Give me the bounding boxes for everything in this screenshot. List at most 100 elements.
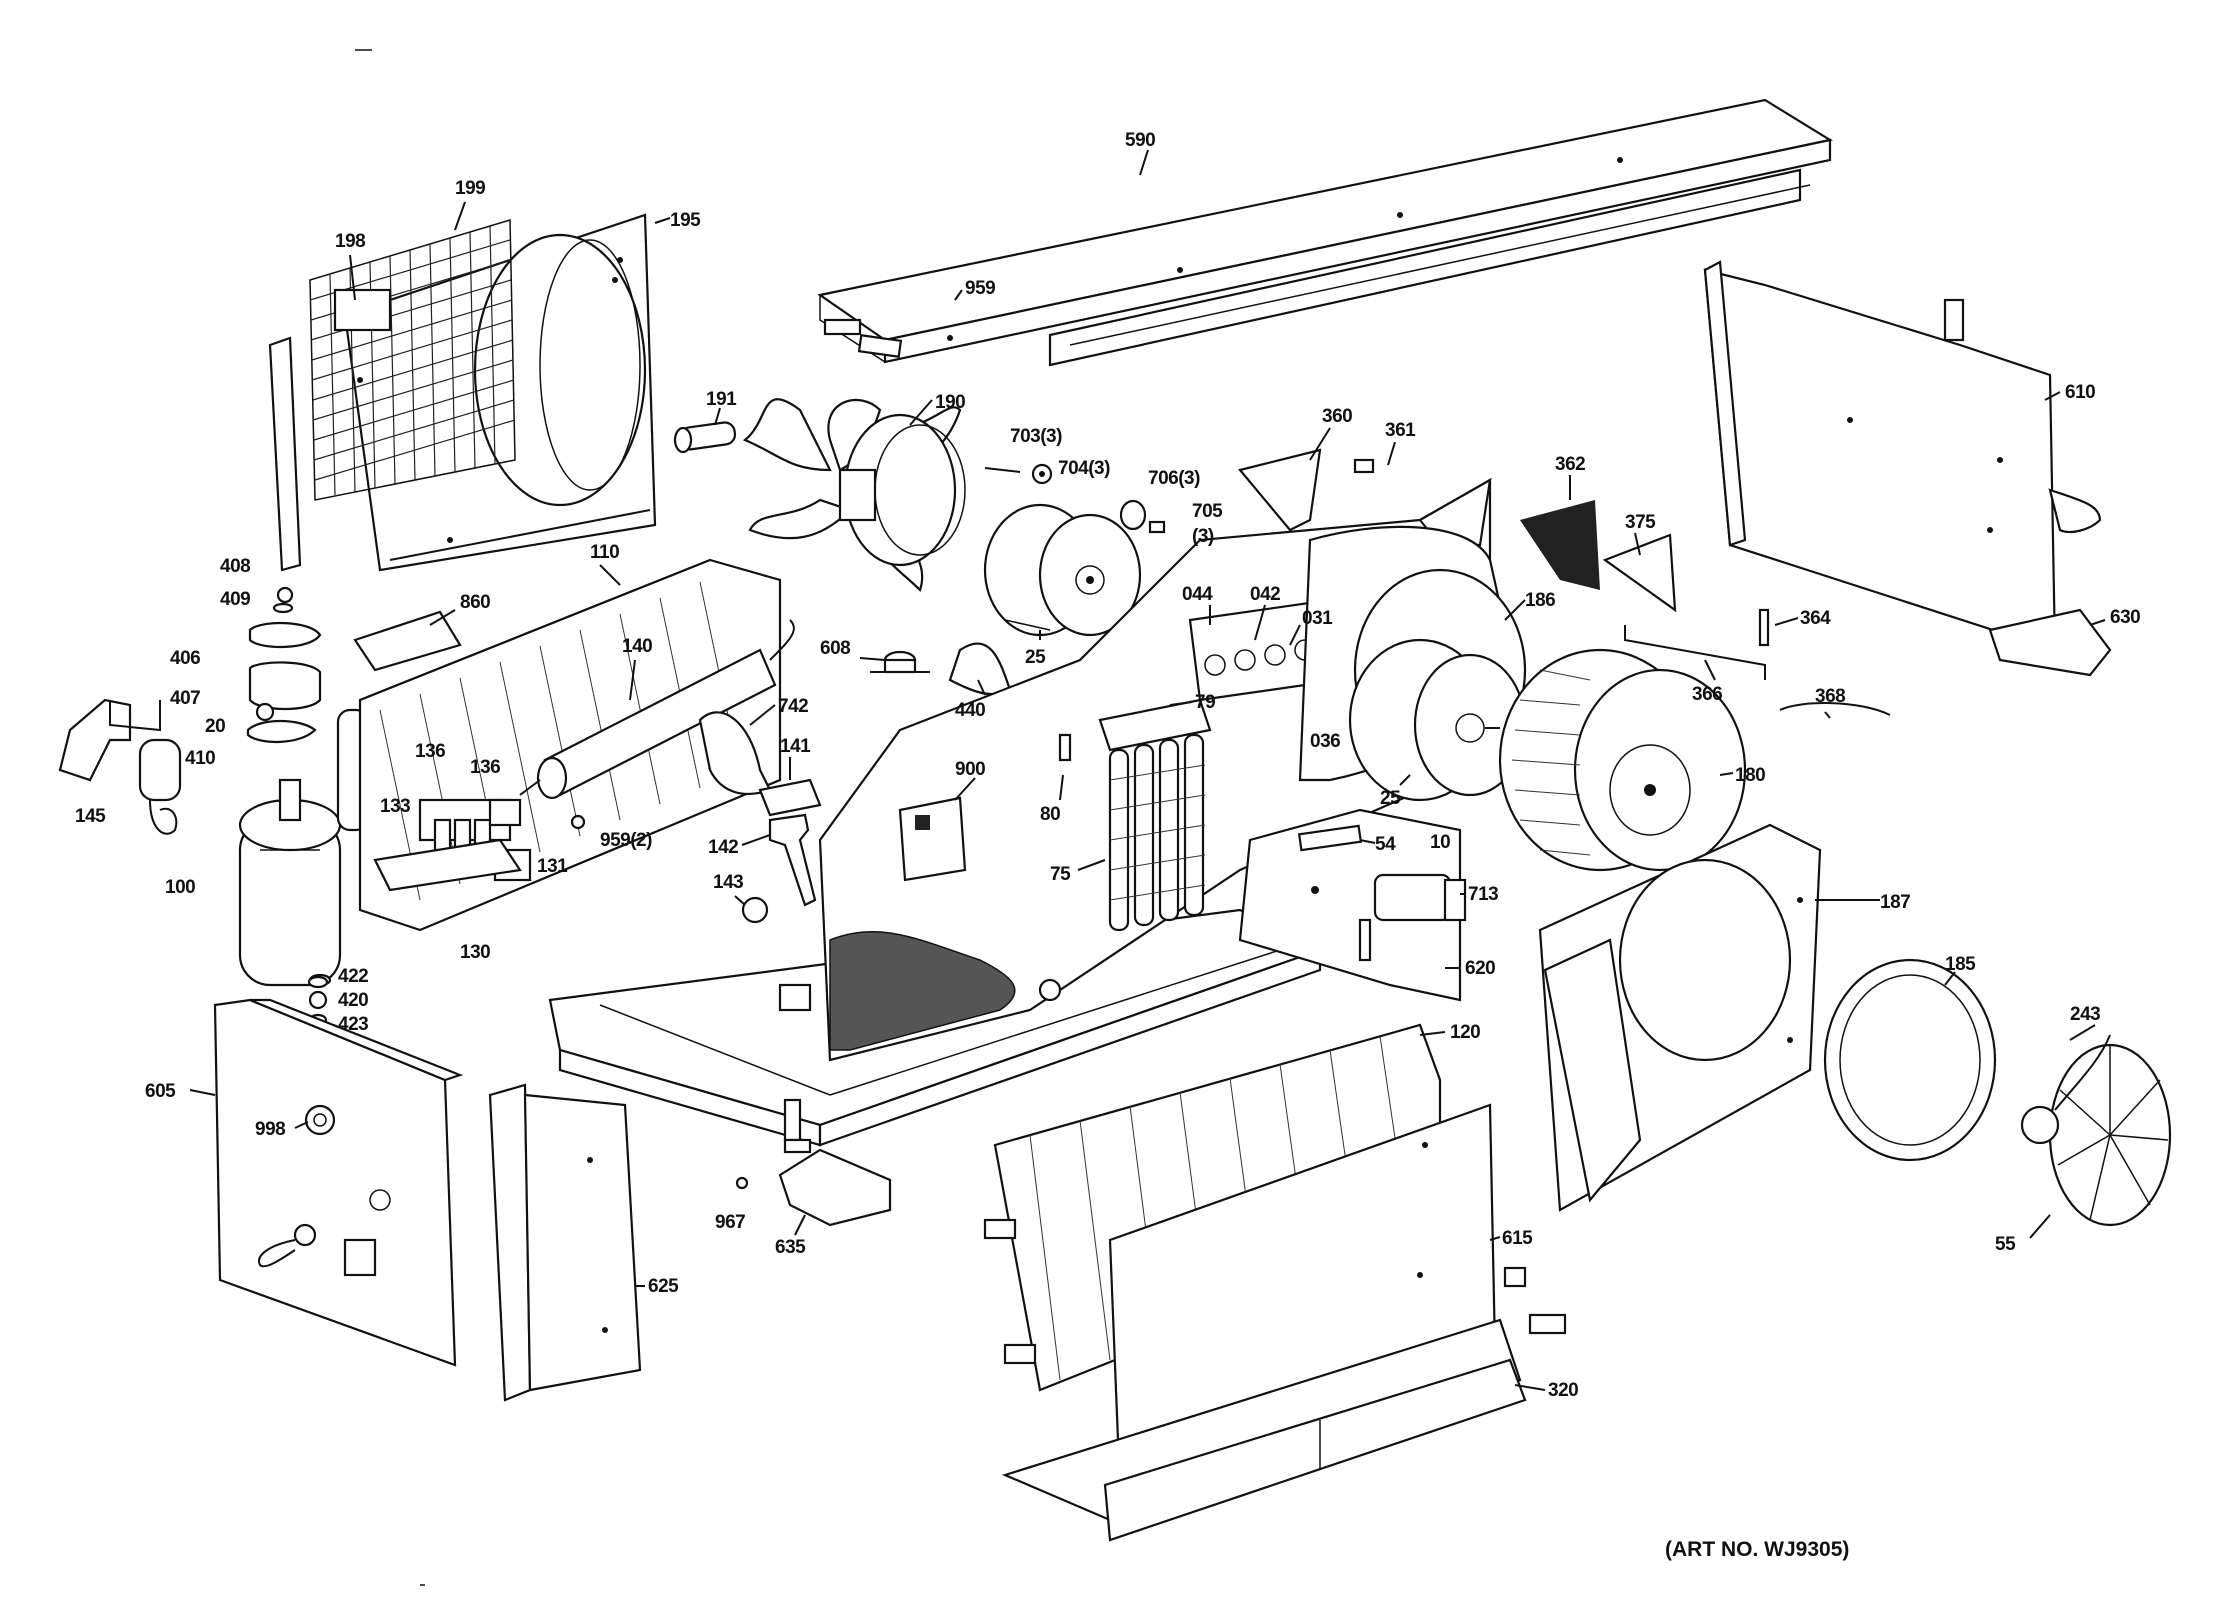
- panel-605: [213, 998, 464, 1367]
- label-635: 635: [775, 1237, 806, 1258]
- block-320: [1528, 1313, 1567, 1335]
- label-620: 620: [1465, 958, 1495, 979]
- label-243: 243: [2070, 1004, 2100, 1025]
- clip-615: [1503, 1266, 1527, 1288]
- leader-590: [1139, 149, 1149, 176]
- part-80: [1058, 733, 1072, 762]
- leader-031: [1289, 624, 1301, 646]
- foam-362: [1520, 500, 1600, 590]
- label-180: 180: [1735, 765, 1765, 786]
- label-191: 191: [706, 389, 737, 410]
- grille-55: [2020, 1034, 2172, 1227]
- leader-140: [629, 659, 636, 701]
- label-705-qty: (3): [1192, 526, 1214, 547]
- label-031: 031: [1302, 608, 1333, 629]
- leader-195: [654, 217, 671, 224]
- label-605: 605: [145, 1081, 176, 1102]
- leader-25b: [1399, 774, 1411, 786]
- leader-55: [2029, 1214, 2051, 1239]
- label-409: 409: [220, 589, 250, 610]
- leader-198: [349, 254, 356, 301]
- part-141: [758, 778, 822, 817]
- grommet: [1038, 978, 1062, 1002]
- leader-361: [1387, 441, 1396, 466]
- leader-742: [749, 704, 776, 726]
- leader-120: [1419, 1031, 1446, 1036]
- leader-610: [2044, 391, 2061, 401]
- label-440: 440: [955, 700, 985, 721]
- label-705: 705: [1192, 501, 1223, 522]
- ring-185-inner: [1839, 974, 1981, 1146]
- label-20: 20: [205, 716, 225, 737]
- part-labels: 590 959 199 198 195 191 190 703(3) 704(3…: [75, 130, 2141, 1401]
- label-408: 408: [220, 556, 250, 577]
- side-panel-610: [1703, 260, 2102, 652]
- label-186: 186: [1525, 590, 1555, 611]
- label-10: 10: [1430, 832, 1450, 853]
- label-900: 900: [955, 759, 985, 780]
- nut-408: [276, 586, 294, 604]
- label-120: 120: [1450, 1022, 1480, 1043]
- gasket-410: [246, 720, 317, 744]
- leader-110: [599, 564, 621, 586]
- leader-366: [1704, 659, 1716, 681]
- part-608: [870, 650, 930, 674]
- label-364: 364: [1800, 608, 1831, 629]
- strap-406: [248, 622, 322, 648]
- label-610: 610: [2065, 382, 2095, 403]
- label-703: 703(3): [1010, 426, 1062, 447]
- label-198: 198: [335, 231, 365, 252]
- label-130: 130: [460, 942, 490, 963]
- drain-pan-320: [1001, 1318, 1527, 1542]
- label-131: 131: [537, 856, 568, 877]
- panel-625: [488, 1083, 642, 1402]
- label-195: 195: [670, 210, 701, 231]
- fan-190: [742, 398, 966, 593]
- label-044: 044: [1182, 584, 1213, 605]
- label-706: 706(3): [1148, 468, 1200, 489]
- label-185: 185: [1945, 954, 1976, 975]
- label-998: 998: [255, 1119, 285, 1140]
- leader-375: [1634, 532, 1641, 556]
- label-423: 423: [338, 1014, 368, 1035]
- label-360: 360: [1322, 406, 1352, 427]
- grommet-422: [307, 975, 329, 989]
- guard-panel-195: [343, 213, 657, 572]
- part-742: [698, 711, 772, 795]
- clip-361: [1353, 458, 1375, 474]
- hardware-703-704: [984, 463, 1166, 534]
- label-420: 420: [338, 990, 368, 1011]
- leader-042: [1254, 604, 1266, 641]
- label-25b: 25: [1380, 788, 1401, 809]
- label-742: 742: [778, 696, 808, 717]
- leader-199: [454, 201, 466, 231]
- leader-79: [1169, 701, 1193, 706]
- label-136a: 136: [415, 741, 445, 762]
- label-143: 143: [713, 872, 743, 893]
- compressor-100: [238, 778, 342, 987]
- label-860: 860: [460, 592, 490, 613]
- screw-967: [735, 1176, 749, 1190]
- label-75: 75: [1050, 864, 1071, 885]
- label-110: 110: [590, 542, 619, 563]
- leader-75: [1077, 859, 1106, 871]
- leader-605: [189, 1089, 216, 1096]
- label-959-2: 959(2): [600, 830, 652, 851]
- leader-191: [714, 407, 721, 426]
- leader-320: [1514, 1384, 1546, 1391]
- label-704: 704(3): [1058, 458, 1110, 479]
- leader-190: [909, 399, 933, 426]
- label-140: 140: [622, 636, 652, 657]
- leader-959: [954, 289, 963, 301]
- leader-80: [1059, 774, 1064, 801]
- leader-615: [1489, 1236, 1501, 1241]
- leader-998: [294, 1121, 309, 1129]
- label-625: 625: [648, 1276, 679, 1297]
- label-959: 959: [965, 278, 995, 299]
- label-366: 366: [1692, 684, 1722, 705]
- label-406: 406: [170, 648, 200, 669]
- label-615: 615: [1502, 1228, 1533, 1249]
- ring-185: [1823, 958, 1997, 1162]
- part-20: [255, 702, 275, 722]
